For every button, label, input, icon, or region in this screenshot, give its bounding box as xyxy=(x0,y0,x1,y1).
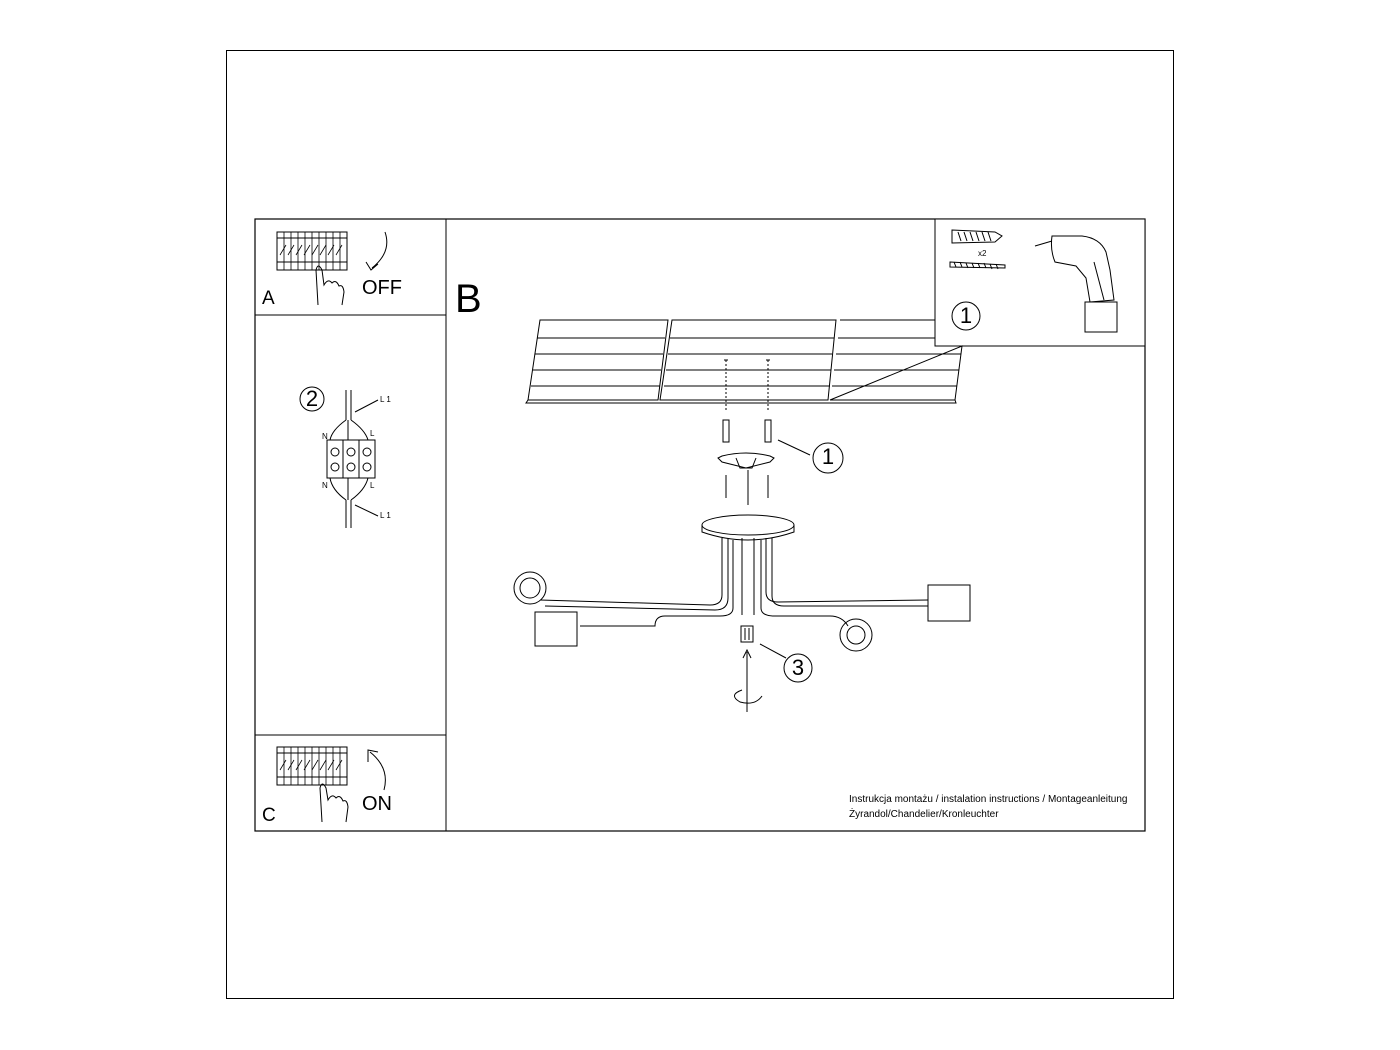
wire-label-bottom-l1: L 1 xyxy=(380,511,391,520)
wiring-step-circle xyxy=(299,386,325,412)
wire-label-n-bottom: N xyxy=(322,481,328,490)
screw-step-number: 3 xyxy=(791,655,805,680)
drill-illustration xyxy=(1034,235,1118,333)
drill-step-circle xyxy=(951,301,981,331)
panel-c-box xyxy=(254,734,447,832)
main-frame xyxy=(254,218,1146,832)
anchor-and-screw-illustration xyxy=(949,229,1006,270)
fuse-box-off-illustration xyxy=(276,231,348,271)
wire-label-top-l1: L 1 xyxy=(380,395,391,404)
wire-label-n-top: N xyxy=(322,432,328,441)
arrow-down-icon xyxy=(365,231,388,271)
chandelier-illustration xyxy=(513,514,971,712)
wiring-step-number: 2 xyxy=(305,386,319,411)
instruction-sheet xyxy=(226,50,1174,999)
tools-panel-box xyxy=(934,218,1146,347)
panel-c-letter: C xyxy=(262,805,276,826)
screw-set-illustration xyxy=(717,359,811,505)
drill-step-number: 1 xyxy=(959,303,973,328)
bracket-step-circle xyxy=(812,442,844,474)
panel-a-letter: A xyxy=(262,288,275,309)
hand-on-illustration xyxy=(319,783,349,823)
ceiling-illustration xyxy=(525,319,963,404)
power-on-label: ON xyxy=(362,793,392,815)
panel-b-letter: B xyxy=(455,277,482,321)
hand-off-illustration xyxy=(315,265,345,306)
footer-instructions-title: Instrukcja montażu / instalation instruc… xyxy=(849,794,1128,805)
fuse-box-on-illustration xyxy=(276,746,348,786)
anchor-count: x2 xyxy=(978,249,987,258)
bracket-step-number: 1 xyxy=(821,444,835,469)
power-off-label: OFF xyxy=(362,277,402,299)
wire-label-l-bottom: L xyxy=(370,481,375,490)
footer-product-name: Żyrandol/Chandelier/Kronleuchter xyxy=(849,809,999,820)
arrow-up-icon xyxy=(367,749,386,791)
terminal-block-illustration xyxy=(326,390,379,528)
panel-a-box xyxy=(254,218,447,316)
wire-label-l-top: L xyxy=(370,429,375,438)
screw-step-circle xyxy=(783,653,813,683)
